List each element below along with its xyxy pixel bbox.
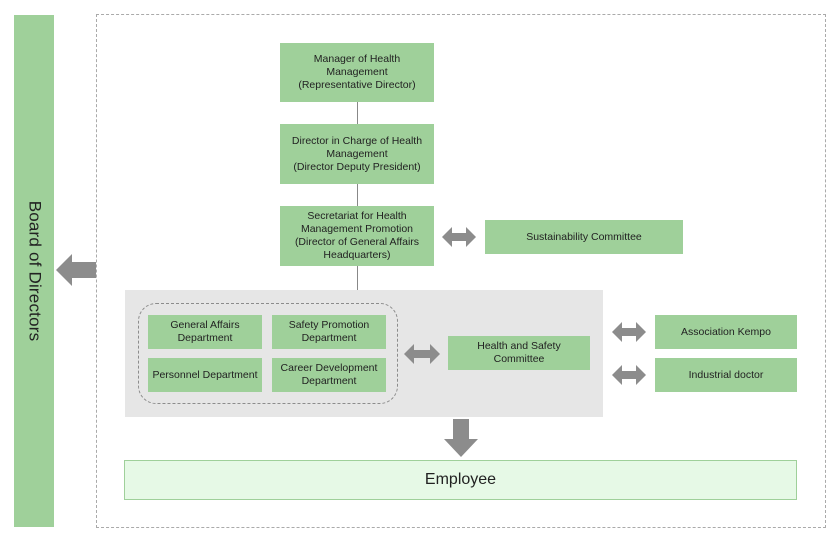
double-arrow-icon: [612, 365, 646, 385]
board-of-directors-label: Board of Directors: [25, 200, 45, 342]
connector-line: [357, 184, 358, 206]
career-development-line-2: Department: [301, 375, 357, 387]
safety-promotion-line-1: Safety Promotion: [288, 319, 370, 331]
industrial-doctor-box: Industrial doctor: [655, 358, 797, 392]
career-development-line-1: Career Development: [280, 362, 378, 374]
director-line-1: Director in Charge of Health: [291, 134, 423, 147]
safety-promotion-box: Safety Promotion Department: [272, 315, 386, 349]
organization-frame: [96, 14, 826, 528]
secretariat-box: Secretariat for Health Management Promot…: [280, 206, 434, 266]
manager-line-1: Manager of Health: [313, 53, 401, 65]
arrow-left-to-board-icon: [56, 254, 96, 286]
sustainability-label: Sustainability Committee: [526, 230, 642, 243]
personnel-department-box: Personnel Department: [148, 358, 262, 392]
sustainability-committee-box: Sustainability Committee: [485, 220, 683, 254]
connector-line: [357, 266, 358, 290]
director-line-2: Management: [326, 147, 388, 160]
arrow-down-to-employee-icon: [444, 419, 478, 457]
double-arrow-icon: [612, 322, 646, 342]
health-safety-label: Health and Safety Committee: [477, 340, 561, 365]
director-line-3: (Director Deputy President): [293, 160, 421, 173]
personnel-label: Personnel Department: [152, 368, 258, 381]
secretariat-line-2: Management Promotion: [300, 223, 414, 235]
health-safety-committee-box: Health and Safety Committee: [448, 336, 590, 370]
double-arrow-icon: [404, 344, 440, 364]
career-development-box: Career Development Department: [272, 358, 386, 392]
manager-line-2: Management: [326, 66, 388, 78]
manager-line-3: (Representative Director): [298, 79, 416, 91]
association-kempo-box: Association Kempo: [655, 315, 797, 349]
board-of-directors-bar: Board of Directors: [14, 15, 54, 527]
secretariat-line-1: Secretariat for Health: [307, 210, 407, 222]
industrial-doctor-label: Industrial doctor: [688, 368, 764, 381]
manager-of-health-box: Manager of Health Management (Representa…: [280, 43, 434, 102]
employee-box: Employee: [124, 460, 797, 500]
general-affairs-box: General Affairs Department: [148, 315, 262, 349]
secretariat-line-4: Headquarters): [323, 249, 391, 261]
safety-promotion-line-2: Department: [301, 332, 357, 344]
employee-label: Employee: [424, 471, 497, 488]
general-affairs-line-1: General Affairs: [170, 319, 240, 331]
connector-line: [357, 102, 358, 124]
departments-group: [138, 303, 398, 404]
general-affairs-line-2: Department: [177, 332, 233, 344]
association-kempo-label: Association Kempo: [681, 325, 771, 338]
secretariat-line-3: (Director of General Affairs: [294, 236, 420, 248]
double-arrow-icon: [442, 227, 476, 247]
director-in-charge-box: Director in Charge of Health Management …: [280, 124, 434, 184]
